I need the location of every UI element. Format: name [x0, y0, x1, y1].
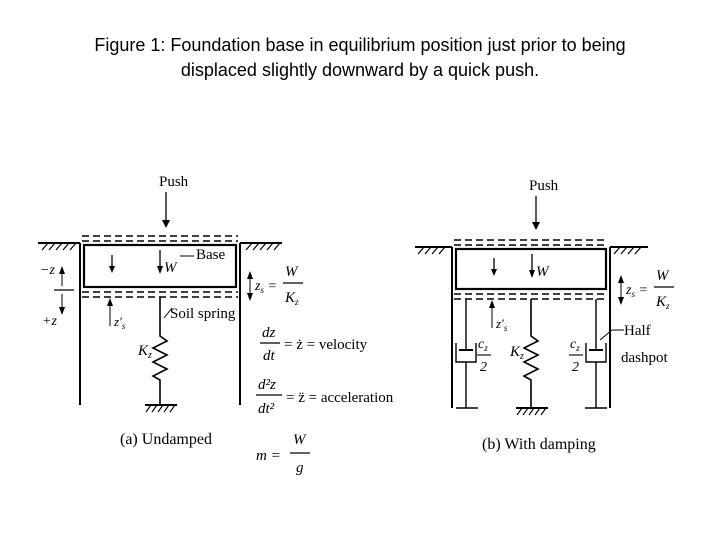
mass-num: W — [293, 432, 307, 448]
mass-den: g — [296, 460, 304, 476]
panel-with-damping: Push W z′s Kz cz 2 — [415, 178, 674, 453]
caption-line-2: displaced slightly downward by a quick p… — [180, 60, 540, 80]
base-label: Base — [196, 247, 226, 263]
ground-surface-right-b — [610, 246, 648, 255]
plus-z-label: +z — [42, 314, 57, 329]
acceleration-num: d²z — [258, 377, 276, 393]
stiffness-label-a: Kz — [137, 343, 152, 361]
dashpot-left — [455, 299, 478, 409]
soil-spring-a — [151, 297, 169, 405]
push-arrowhead-a — [162, 220, 170, 228]
panel-a-label: (a) Undamped — [120, 431, 212, 448]
weight-label-a: W — [164, 260, 178, 276]
soil-spring-b — [522, 299, 540, 408]
push-label-b: Push — [529, 178, 559, 194]
velocity-rhs: = ż = velocity — [284, 337, 368, 353]
acceleration-den: dt² — [258, 401, 275, 417]
zs-eq-den-a: Kz — [284, 290, 299, 307]
velocity-num: dz — [262, 325, 276, 341]
dashpot-right — [585, 299, 607, 409]
stiffness-label-b: Kz — [509, 344, 524, 362]
push-label-a: Push — [159, 174, 189, 190]
ground-surface-left-a — [38, 242, 80, 251]
half-dashpot-label: Half — [624, 323, 651, 339]
ground-surface-right-a — [240, 242, 282, 251]
panel-undamped: Push Base W −z +z z′s Soil spring Kz — [38, 174, 394, 476]
zs-eq-num-a: W — [285, 264, 299, 280]
foundation-base-b — [454, 247, 608, 291]
zs-eq-label-b: zs = — [625, 283, 648, 299]
zs-label-b: z′s — [495, 316, 508, 333]
caption-line-1: Figure 1: Foundation base in equilibrium… — [94, 35, 626, 55]
dashpot-den-right: 2 — [572, 360, 579, 375]
dashpot-coef-right: cz — [570, 337, 580, 353]
dashpot-coef-left: cz — [478, 337, 488, 353]
zs-eq-num-b: W — [656, 268, 670, 284]
figure-caption: Figure 1: Foundation base in equilibrium… — [20, 33, 700, 83]
mass-lhs: m = — [256, 448, 281, 464]
acceleration-rhs: = z̈ = acceleration — [286, 390, 394, 406]
foundation-base-a — [82, 243, 238, 289]
dashpot-label: dashpot — [621, 350, 668, 366]
panel-b-label: (b) With damping — [482, 436, 596, 453]
zs-label-a: z′s — [113, 314, 126, 331]
zs-eq-label-a: zs = — [254, 279, 277, 295]
minus-z-label: −z — [40, 263, 55, 278]
zs-eq-den-b: Kz — [655, 294, 670, 311]
dashpot-den-left: 2 — [480, 360, 487, 375]
soil-spring-label: Soil spring — [170, 306, 236, 322]
velocity-den: dt — [263, 348, 276, 364]
ground-surface-left-b — [415, 246, 452, 255]
weight-label-b: W — [536, 264, 550, 280]
